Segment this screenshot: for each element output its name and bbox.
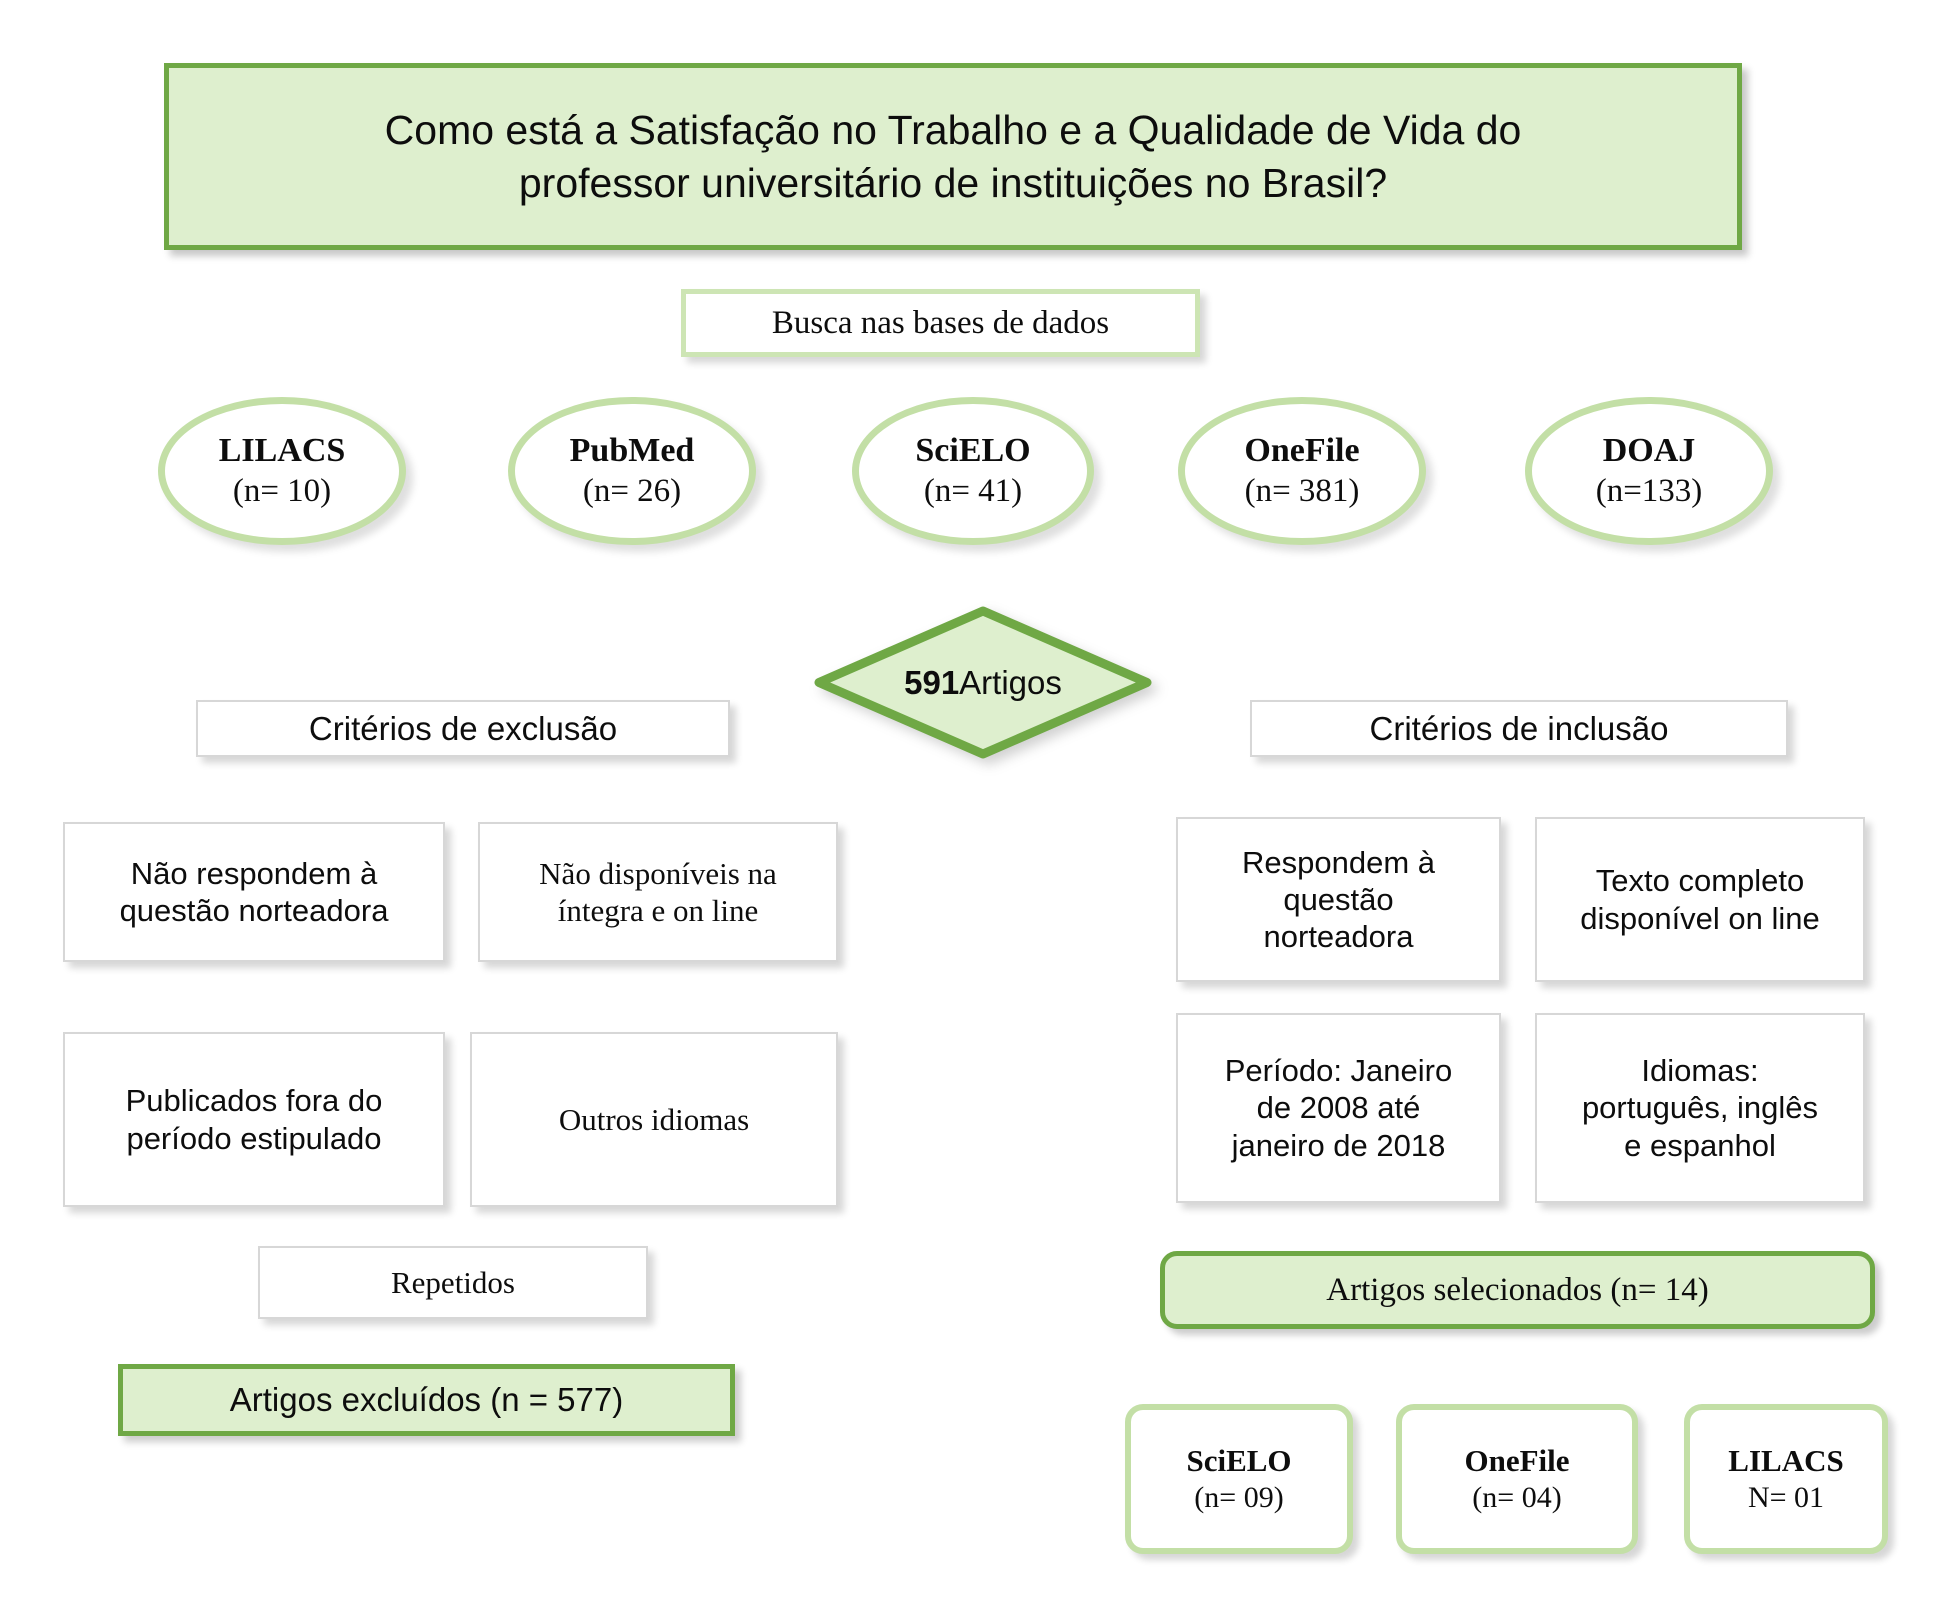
research-question-line-1: Como está a Satisfação no Trabalho e a Q… (384, 107, 1522, 154)
inclusion-criteria-header-label: Critérios de inclusão (1369, 709, 1669, 747)
excluded-articles-result: Artigos excluídos (n = 577) (118, 1364, 735, 1436)
selected-source-name: OneFile (1464, 1443, 1570, 1479)
selected-source-lilacs: LILACS N= 01 (1684, 1404, 1888, 1554)
exclusion-item-line-1: Não disponíveis na (539, 855, 777, 891)
total-articles-diamond: 591 Artigos (813, 605, 1153, 760)
inclusion-item-line-1: Idiomas: (1641, 1053, 1759, 1089)
database-count: (n= 381) (1244, 472, 1360, 509)
total-articles-label: 591 Artigos (813, 605, 1153, 760)
database-ellipse-pubmed: PubMed (n= 26) (508, 397, 756, 545)
database-ellipse-lilacs: LILACS (n= 10) (158, 397, 406, 545)
exclusion-item-out-of-period: Publicados fora do período estipulado (63, 1032, 445, 1207)
database-count: (n= 10) (232, 472, 332, 509)
inclusion-item-line-3: norteadora (1263, 919, 1414, 955)
inclusion-item-languages: Idiomas: português, inglês e espanhol (1535, 1013, 1865, 1203)
selected-source-scielo: SciELO (n= 09) (1125, 1404, 1353, 1554)
database-name: LILACS (218, 432, 346, 470)
selected-source-name: SciELO (1186, 1443, 1292, 1479)
selected-source-name: LILACS (1728, 1443, 1844, 1479)
research-question-line-2: professor universitário de instituições … (518, 159, 1388, 206)
database-ellipse-scielo: SciELO (n= 41) (852, 397, 1094, 545)
database-count: (n= 26) (582, 472, 682, 509)
inclusion-item-full-text: Texto completo disponível on line (1535, 817, 1865, 982)
inclusion-item-line-1: Texto completo (1595, 863, 1805, 899)
inclusion-item-line-2: disponível on line (1580, 900, 1820, 936)
inclusion-item-line-1: Respondem à (1241, 844, 1435, 880)
database-search-label: Busca nas bases de dados (771, 304, 1110, 341)
selected-source-count: (n= 04) (1472, 1480, 1562, 1514)
inclusion-criteria-header: Critérios de inclusão (1250, 700, 1788, 757)
excluded-articles-label: Artigos excluídos (n = 577) (229, 1381, 624, 1418)
exclusion-item-not-answering: Não respondem à questão norteadora (63, 822, 445, 962)
inclusion-item-period: Período: Janeiro de 2008 até janeiro de … (1176, 1013, 1501, 1203)
research-question-banner: Como está a Satisfação no Trabalho e a Q… (164, 63, 1742, 250)
selected-articles-result: Artigos selecionados (n= 14) (1160, 1251, 1875, 1329)
database-search-box: Busca nas bases de dados (681, 289, 1200, 357)
inclusion-item-line-1: Período: Janeiro (1224, 1053, 1453, 1089)
database-name: DOAJ (1602, 432, 1696, 470)
exclusion-item-duplicates: Repetidos (258, 1246, 648, 1319)
exclusion-item-other-languages: Outros idiomas (470, 1032, 838, 1207)
exclusion-item-line-1: Repetidos (391, 1264, 515, 1300)
database-name: OneFile (1244, 432, 1360, 470)
database-count: (n=133) (1595, 472, 1703, 509)
selected-source-count: N= 01 (1747, 1480, 1825, 1514)
inclusion-item-line-2: de 2008 até (1256, 1090, 1421, 1126)
database-ellipse-doaj: DOAJ (n=133) (1525, 397, 1773, 545)
selected-source-onefile: OneFile (n= 04) (1396, 1404, 1638, 1554)
exclusion-criteria-header-label: Critérios de exclusão (308, 709, 618, 747)
inclusion-item-line-2: questão (1283, 881, 1394, 917)
exclusion-criteria-header: Critérios de exclusão (196, 700, 730, 757)
exclusion-item-line-2: íntegra e on line (557, 893, 759, 928)
inclusion-item-line-3: e espanhol (1624, 1127, 1776, 1163)
total-articles-number: 591 (904, 663, 960, 701)
database-count: (n= 41) (923, 472, 1023, 509)
selected-articles-label: Artigos selecionados (n= 14) (1326, 1271, 1709, 1308)
inclusion-item-line-3: janeiro de 2018 (1231, 1127, 1446, 1163)
exclusion-item-line-2: período estipulado (126, 1120, 382, 1156)
exclusion-item-line-1: Outros idiomas (558, 1101, 750, 1137)
exclusion-item-line-2: questão norteadora (119, 893, 389, 928)
database-ellipse-onefile: OneFile (n= 381) (1178, 397, 1426, 545)
exclusion-item-line-1: Não respondem à (130, 855, 378, 891)
database-name: SciELO (915, 432, 1031, 470)
inclusion-item-line-2: português, inglês (1581, 1090, 1819, 1126)
selected-source-count: (n= 09) (1194, 1480, 1284, 1514)
exclusion-item-line-1: Publicados fora do (125, 1083, 383, 1119)
inclusion-item-answering: Respondem à questão norteadora (1176, 817, 1501, 982)
database-name: PubMed (569, 432, 695, 470)
exclusion-item-not-available: Não disponíveis na íntegra e on line (478, 822, 838, 962)
total-articles-word: Artigos (959, 663, 1062, 701)
